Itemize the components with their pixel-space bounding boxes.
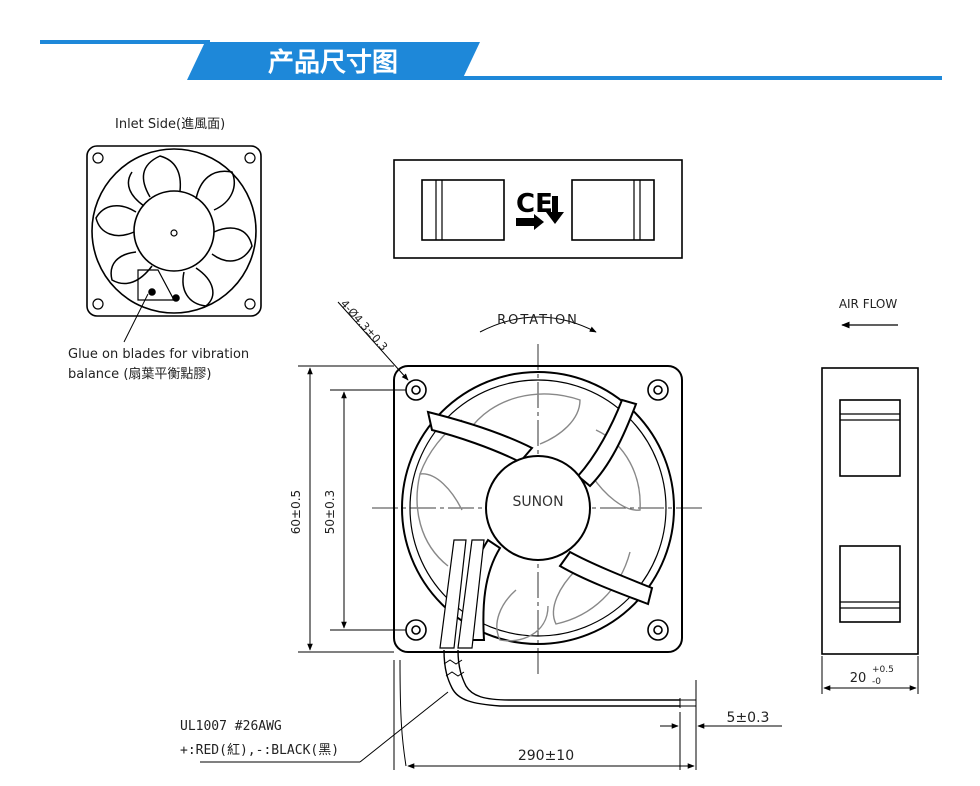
- page-title: 产品尺寸图: [268, 48, 398, 78]
- inlet-hole-br: [244, 298, 256, 310]
- label-window-right: [571, 179, 655, 241]
- dim-inner-label: 50±0.3: [323, 490, 337, 534]
- lead-wires: 5±0.3 290±10: [200, 649, 782, 770]
- inlet-blades: [95, 155, 253, 307]
- wire-red: [443, 649, 680, 707]
- header-line-left: [40, 40, 210, 44]
- air-flow-label: AIR FLOW: [839, 297, 898, 311]
- header-title-tab: [187, 42, 480, 80]
- fan-venturi-outer: [401, 371, 675, 645]
- side-window-bottom: [839, 545, 901, 623]
- ce-mark-icon: CE: [516, 189, 564, 230]
- rotation-label: ROTATION: [497, 313, 579, 328]
- glue-note-line2: balance (扇葉平衡點膠): [68, 366, 211, 382]
- dim-outer-label: 60±0.5: [289, 490, 303, 534]
- fan-venturi-inner: [409, 379, 667, 637]
- inlet-hole-bl: [92, 298, 104, 310]
- hole-spec-leader: [337, 301, 409, 381]
- mounting-hole-tr: [647, 379, 669, 401]
- wire-strip-label: 5±0.3: [727, 710, 770, 726]
- dimension-height: 60±0.5 50±0.3: [289, 365, 406, 653]
- fan-hub: [485, 455, 591, 561]
- inlet-venturi: [91, 148, 257, 314]
- inlet-hole-tl: [92, 152, 104, 164]
- side-frame: [821, 367, 919, 655]
- fan-frame: [393, 365, 683, 653]
- hole-spec-label: 4-Ø4.3±0.3: [338, 297, 390, 353]
- header-line-right: [462, 76, 942, 80]
- inlet-side-label: Inlet Side(進風面): [115, 117, 225, 132]
- brand-label: SUNON: [512, 494, 563, 510]
- inlet-hub: [133, 190, 215, 272]
- thickness-label: 20: [850, 671, 867, 686]
- mounting-hole-tl: [405, 379, 427, 401]
- inlet-side-view: Inlet Side(進風面) Glue on blades for vibra…: [68, 117, 262, 382]
- label-view: CE: [393, 159, 683, 259]
- thickness-tol-plus: +0.5: [872, 665, 894, 675]
- side-window-top: [839, 399, 901, 477]
- glue-dot-1: [148, 288, 156, 296]
- inlet-hole-tr: [244, 152, 256, 164]
- fan-side-view: AIR FLOW 20 +0.5 -0: [821, 297, 919, 694]
- section-header: 产品尺寸图: [40, 40, 942, 80]
- wire-spec-label: UL1007 #26AWG: [180, 719, 282, 734]
- glue-leader: [123, 293, 149, 343]
- fan-front-view: SUNON ROTATION 4-Ø4.3±0.3: [337, 297, 704, 676]
- inlet-frame: [86, 145, 262, 317]
- mounting-hole-br: [647, 619, 669, 641]
- wire-black: [457, 649, 680, 701]
- mounting-hole-bl: [405, 619, 427, 641]
- rotation-arrow: [479, 316, 597, 333]
- label-frame: [393, 159, 683, 259]
- label-window-left: [421, 179, 505, 241]
- glue-dot-2: [172, 294, 180, 302]
- inlet-hub-center: [170, 229, 178, 237]
- glue-note-line1: Glue on blades for vibration: [68, 347, 249, 362]
- inlet-glue-area: [137, 269, 175, 301]
- svg-text:CE: CE: [516, 189, 553, 219]
- wire-length-label: 290±10: [518, 748, 574, 764]
- thickness-tol-minus: -0: [872, 677, 881, 687]
- wire-colors-label: +:RED(紅),-:BLACK(黑): [180, 743, 339, 758]
